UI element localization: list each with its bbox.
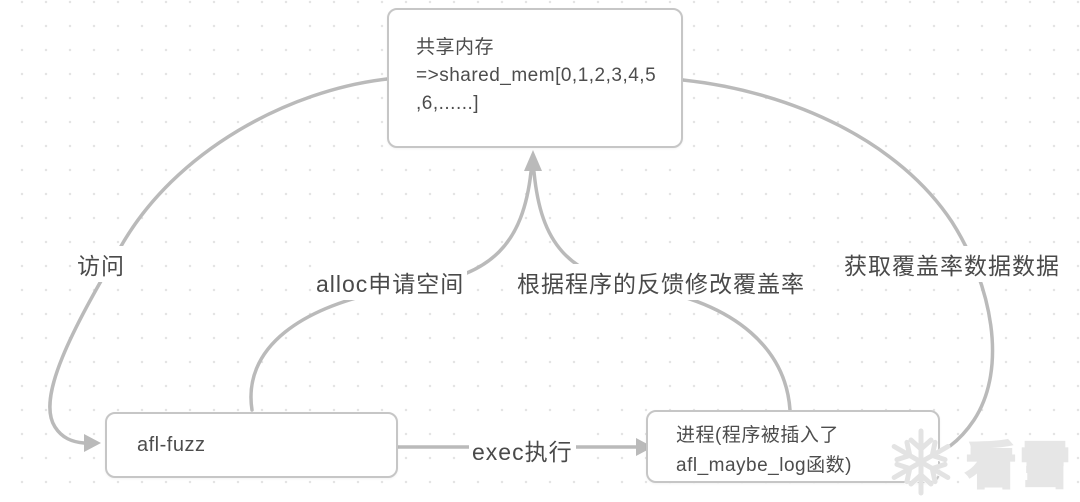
shared-memory-code-line1: =>shared_mem[0,1,2,3,4,5 bbox=[416, 65, 657, 86]
afl-fuzz-label: afl-fuzz bbox=[137, 433, 206, 456]
node-afl-fuzz[interactable]: afl-fuzz bbox=[105, 412, 398, 478]
node-shared-memory[interactable]: 共享内存 =>shared_mem[0,1,2,3,4,5 ,6,......] bbox=[387, 8, 683, 148]
process-label-line1: 进程(程序被插入了 bbox=[676, 425, 839, 446]
edge-label-alloc: alloc申请空间 bbox=[313, 264, 468, 300]
edge-label-get-coverage: 获取覆盖率数据数据 bbox=[841, 246, 1063, 282]
edge-label-access: 访问 bbox=[74, 246, 128, 282]
arrowhead-into-shared-memory bbox=[524, 150, 542, 171]
shared-memory-code-line2: ,6,......] bbox=[416, 93, 480, 114]
edge-label-exec: exec执行 bbox=[469, 432, 576, 468]
arrowhead-into-process bbox=[636, 438, 653, 456]
node-process[interactable]: 进程(程序被插入了 afl_maybe_log函数) bbox=[646, 410, 940, 483]
arrowhead-into-afl-fuzz bbox=[84, 434, 101, 452]
shared-memory-title: 共享内存 bbox=[416, 37, 495, 58]
edge-label-feedback: 根据程序的反馈修改覆盖率 bbox=[514, 264, 808, 300]
process-label-line2: afl_maybe_log函数) bbox=[676, 455, 852, 476]
